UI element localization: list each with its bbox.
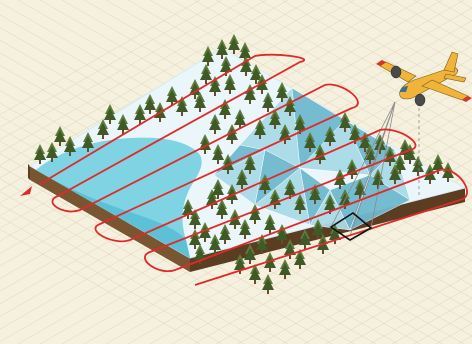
tree-trunk bbox=[229, 90, 231, 94]
tree-trunk bbox=[319, 160, 321, 164]
tree-trunk bbox=[181, 112, 183, 116]
tree-trunk bbox=[274, 205, 276, 209]
tree-trunk bbox=[267, 108, 269, 112]
tree-trunk bbox=[309, 148, 311, 152]
tree-trunk bbox=[447, 178, 449, 182]
tree-trunk bbox=[284, 275, 286, 279]
airplane-engine bbox=[415, 94, 425, 106]
tree-trunk bbox=[102, 135, 104, 139]
tree-trunk bbox=[159, 118, 161, 122]
tree-trunk bbox=[249, 100, 251, 104]
tree-trunk bbox=[204, 150, 206, 154]
tree-trunk bbox=[284, 140, 286, 144]
tree-trunk bbox=[281, 240, 283, 244]
tree-trunk bbox=[299, 210, 301, 214]
airplane-icon bbox=[376, 52, 472, 106]
tree-trunk bbox=[204, 238, 206, 242]
tree-trunk bbox=[409, 160, 411, 164]
tree-trunk bbox=[364, 148, 366, 152]
tree-trunk bbox=[281, 98, 283, 102]
tree-trunk bbox=[221, 215, 223, 219]
tree-trunk bbox=[299, 265, 301, 269]
tree-trunk bbox=[231, 200, 233, 204]
tree-trunk bbox=[214, 250, 216, 254]
tree-trunk bbox=[217, 195, 219, 199]
tree-trunk bbox=[267, 290, 269, 294]
tree-trunk bbox=[217, 160, 219, 164]
tree-trunk bbox=[199, 108, 201, 112]
tree-trunk bbox=[59, 142, 61, 146]
tree-trunk bbox=[109, 120, 111, 124]
tree-trunk bbox=[51, 158, 53, 162]
tree-trunk bbox=[329, 142, 331, 146]
tree-trunk bbox=[259, 135, 261, 139]
tree-trunk bbox=[255, 80, 257, 84]
tree-trunk bbox=[224, 115, 226, 119]
tree-trunk bbox=[87, 148, 89, 152]
tree-trunk bbox=[304, 245, 306, 249]
tree-trunk bbox=[224, 240, 226, 244]
tree-trunk bbox=[289, 112, 291, 116]
tree-trunk bbox=[241, 185, 243, 189]
conifer-tree-icon bbox=[228, 34, 240, 54]
tree-trunk bbox=[211, 205, 213, 209]
tree-trunk bbox=[214, 92, 216, 96]
conifer-tree-icon bbox=[262, 274, 274, 294]
tree-trunk bbox=[149, 110, 151, 114]
tree-trunk bbox=[344, 128, 346, 132]
tree-trunk bbox=[234, 225, 236, 229]
tree-trunk bbox=[404, 155, 406, 159]
tree-trunk bbox=[214, 130, 216, 134]
tree-trunk bbox=[429, 180, 431, 184]
tree-trunk bbox=[261, 250, 263, 254]
tree-trunk bbox=[69, 152, 71, 156]
arrow-icon bbox=[20, 186, 32, 196]
tree-trunk bbox=[379, 150, 381, 154]
tree-trunk bbox=[394, 180, 396, 184]
conifer-tree-icon bbox=[54, 126, 66, 146]
tree-trunk bbox=[254, 220, 256, 224]
tree-trunk bbox=[194, 245, 196, 249]
tree-trunk bbox=[322, 250, 324, 254]
tree-trunk bbox=[351, 175, 353, 179]
tree-trunk bbox=[245, 72, 247, 76]
tree-trunk bbox=[269, 268, 271, 272]
tree-trunk bbox=[244, 235, 246, 239]
tree-trunk bbox=[314, 200, 316, 204]
tree-trunk bbox=[205, 80, 207, 84]
tree-trunk bbox=[264, 190, 266, 194]
tree-trunk bbox=[369, 160, 371, 164]
tree-trunk bbox=[339, 185, 341, 189]
tree-trunk bbox=[194, 225, 196, 229]
conifer-tree-icon bbox=[279, 259, 291, 279]
tree-trunk bbox=[317, 235, 319, 239]
tree-trunk bbox=[231, 140, 233, 144]
tree-trunk bbox=[233, 50, 235, 54]
tree-trunk bbox=[194, 95, 196, 99]
airplane-engine bbox=[391, 66, 401, 78]
tree-trunk bbox=[39, 160, 41, 164]
tree-trunk bbox=[249, 260, 251, 264]
tree-trunk bbox=[261, 90, 263, 94]
tree-trunk bbox=[221, 55, 223, 59]
tree-trunk bbox=[254, 280, 256, 284]
tree-trunk bbox=[207, 62, 209, 66]
tree-trunk bbox=[274, 125, 276, 129]
tree-trunk bbox=[389, 162, 391, 166]
tree-trunk bbox=[227, 170, 229, 174]
tree-trunk bbox=[249, 170, 251, 174]
